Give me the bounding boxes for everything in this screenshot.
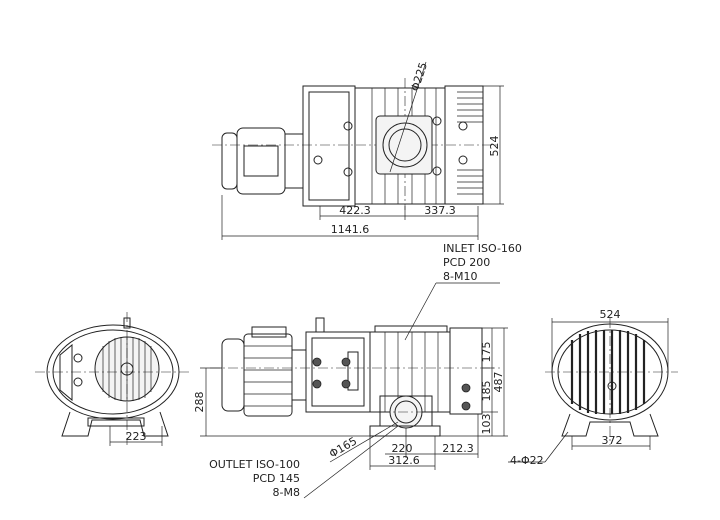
front-motor-terminal — [251, 326, 287, 338]
front-gearbox — [305, 331, 371, 413]
front-view: 288 Φ165 220 212.3 312.6 175 185 487 103 — [193, 317, 508, 470]
top-coupling — [284, 133, 304, 189]
front-motor-fan-cover — [221, 338, 245, 412]
dim-right-524: 524 — [600, 308, 621, 321]
outlet-note-line-2: PCD 145 — [253, 472, 300, 485]
dim-front-220: 220 — [392, 442, 413, 455]
top-gearbox — [302, 85, 356, 207]
left-view: 223 — [35, 312, 190, 446]
dim-front-487: 487 — [492, 372, 505, 393]
outlet-note-line-1: OUTLET ISO-100 — [209, 458, 300, 471]
inlet-note: INLET ISO-160 PCD 200 8-M10 — [404, 242, 522, 341]
dim-front-288: 288 — [193, 392, 206, 413]
dim-top-524: 524 — [488, 136, 501, 157]
dim-front-185: 185 — [480, 381, 493, 402]
top-inlet-bore-outer — [382, 122, 428, 168]
dim-front-212: 212.3 — [442, 442, 474, 455]
outlet-note-line-3: 8-M8 — [273, 486, 300, 499]
dim-front-165: Φ165 — [327, 435, 359, 461]
top-fin-block — [444, 85, 484, 205]
outlet-note: OUTLET ISO-100 PCD 145 8-M8 — [209, 425, 399, 499]
inlet-note-line-1: INLET ISO-160 — [443, 242, 522, 255]
dim-top-337: 337.3 — [424, 204, 456, 217]
top-motor-box — [243, 145, 279, 177]
dim-top-422: 422.3 — [339, 204, 371, 217]
dim-front-175: 175 — [480, 342, 493, 363]
top-bolt — [313, 155, 323, 165]
right-view: 524 372 4-Φ22 — [508, 308, 678, 467]
dim-front-103: 103 — [480, 414, 493, 435]
top-gearbox-inner — [308, 91, 350, 201]
dim-right-holes: 4-Φ22 — [510, 454, 544, 467]
dim-right-372: 372 — [602, 434, 623, 447]
top-inlet-bore — [388, 128, 422, 162]
top-view: 524 Φ225 422.3 337.3 1141.6 — [212, 61, 504, 240]
inlet-note-line-3: 8-M10 — [443, 270, 477, 283]
top-motor-fan-cover — [221, 132, 238, 190]
dim-front-312: 312.6 — [388, 454, 420, 467]
top-inlet-flange — [375, 115, 433, 175]
dim-top-1141: 1141.6 — [331, 223, 370, 236]
inlet-note-line-2: PCD 200 — [443, 256, 490, 269]
front-silencer — [449, 327, 483, 415]
dim-left-223: 223 — [126, 430, 147, 443]
